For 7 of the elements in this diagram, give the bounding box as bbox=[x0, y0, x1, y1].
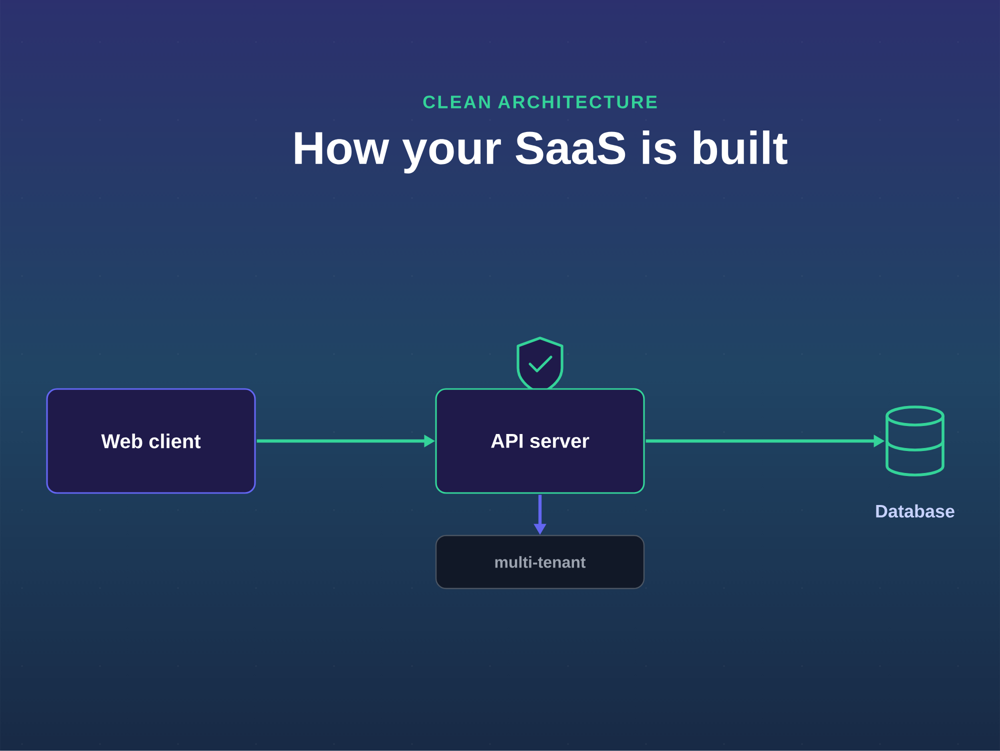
node-caption: Database bbox=[876, 504, 954, 518]
client-box: Web client bbox=[46, 388, 256, 494]
database-icon bbox=[886, 406, 944, 476]
title: How your SaaS is built bbox=[295, 130, 788, 174]
server-box: API server bbox=[435, 388, 645, 494]
tag-box: multi-tenant bbox=[435, 534, 645, 590]
kicker-text: CLEAN ARCHITECTURE bbox=[423, 96, 657, 108]
